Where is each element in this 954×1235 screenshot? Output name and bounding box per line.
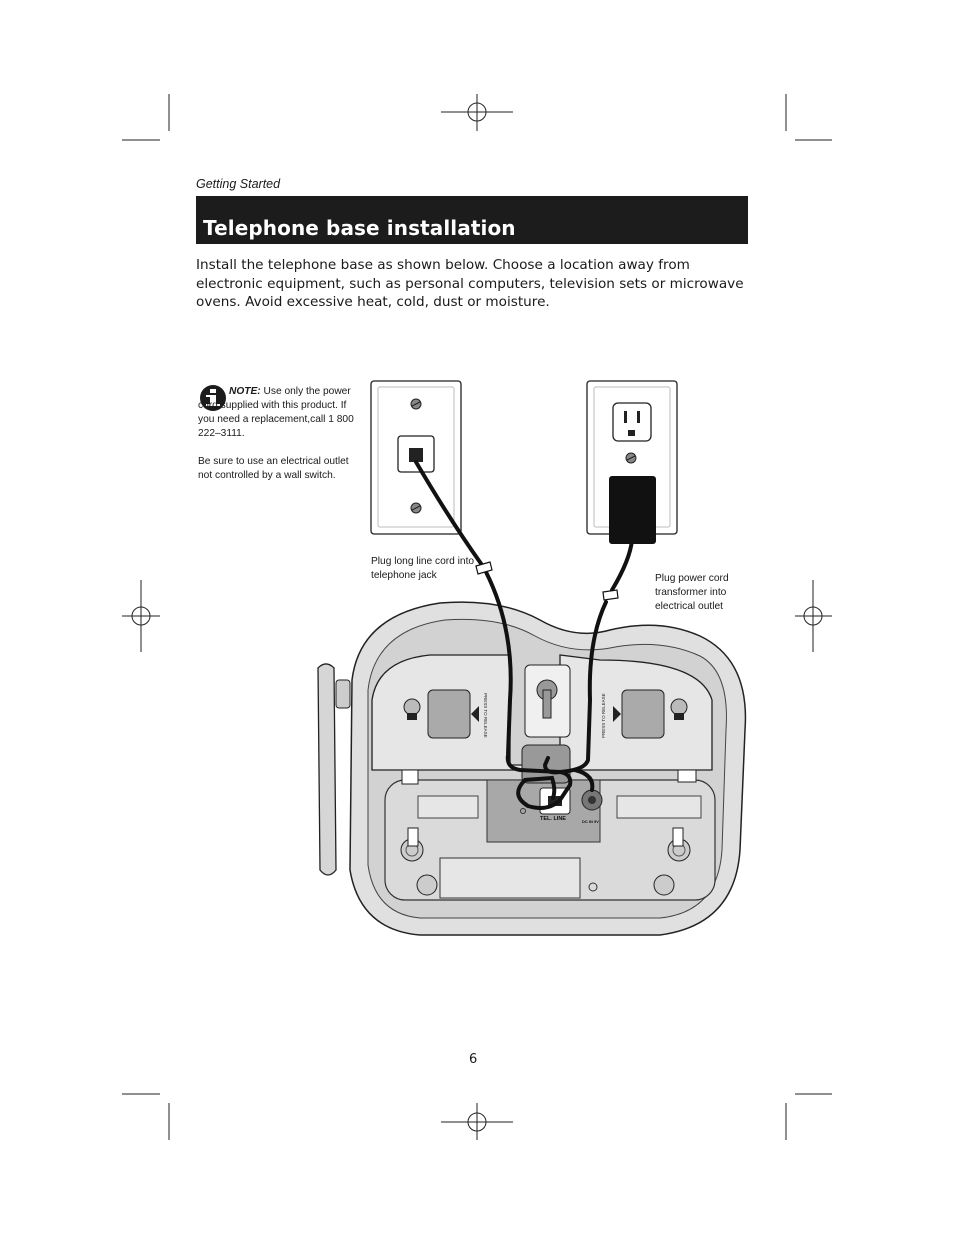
note-label: NOTE: [229,386,261,397]
press-release-left: PRESS TO RELEASE [483,693,488,738]
note-text-1: Use only the power cord supplied with th… [198,386,354,439]
callout-power: Plug power cord transformer into electri… [655,573,729,612]
intro-paragraph: Install the telephone base as shown belo… [196,257,744,311]
note-text-2: Be sure to use an electrical outlet not … [198,456,349,481]
callout-phone-jack: Plug long line cord into telephone jack [371,556,475,581]
telephone-base [349,601,747,936]
electrical-outlet-plate [586,380,678,544]
press-release-right: PRESS TO RELEASE [601,693,606,738]
page-number: 6 [469,1052,478,1067]
title-bar: Telephone base installation [196,196,748,244]
page-title: Telephone base installation [203,216,516,240]
section-label: Getting Started [196,177,281,191]
note-box: NOTE: Use only the power cord supplied w… [198,385,363,483]
tel-line-label: TEL. LINE [540,816,566,822]
antenna [317,663,351,876]
dc-in-label: DC IN 9V [582,819,599,824]
